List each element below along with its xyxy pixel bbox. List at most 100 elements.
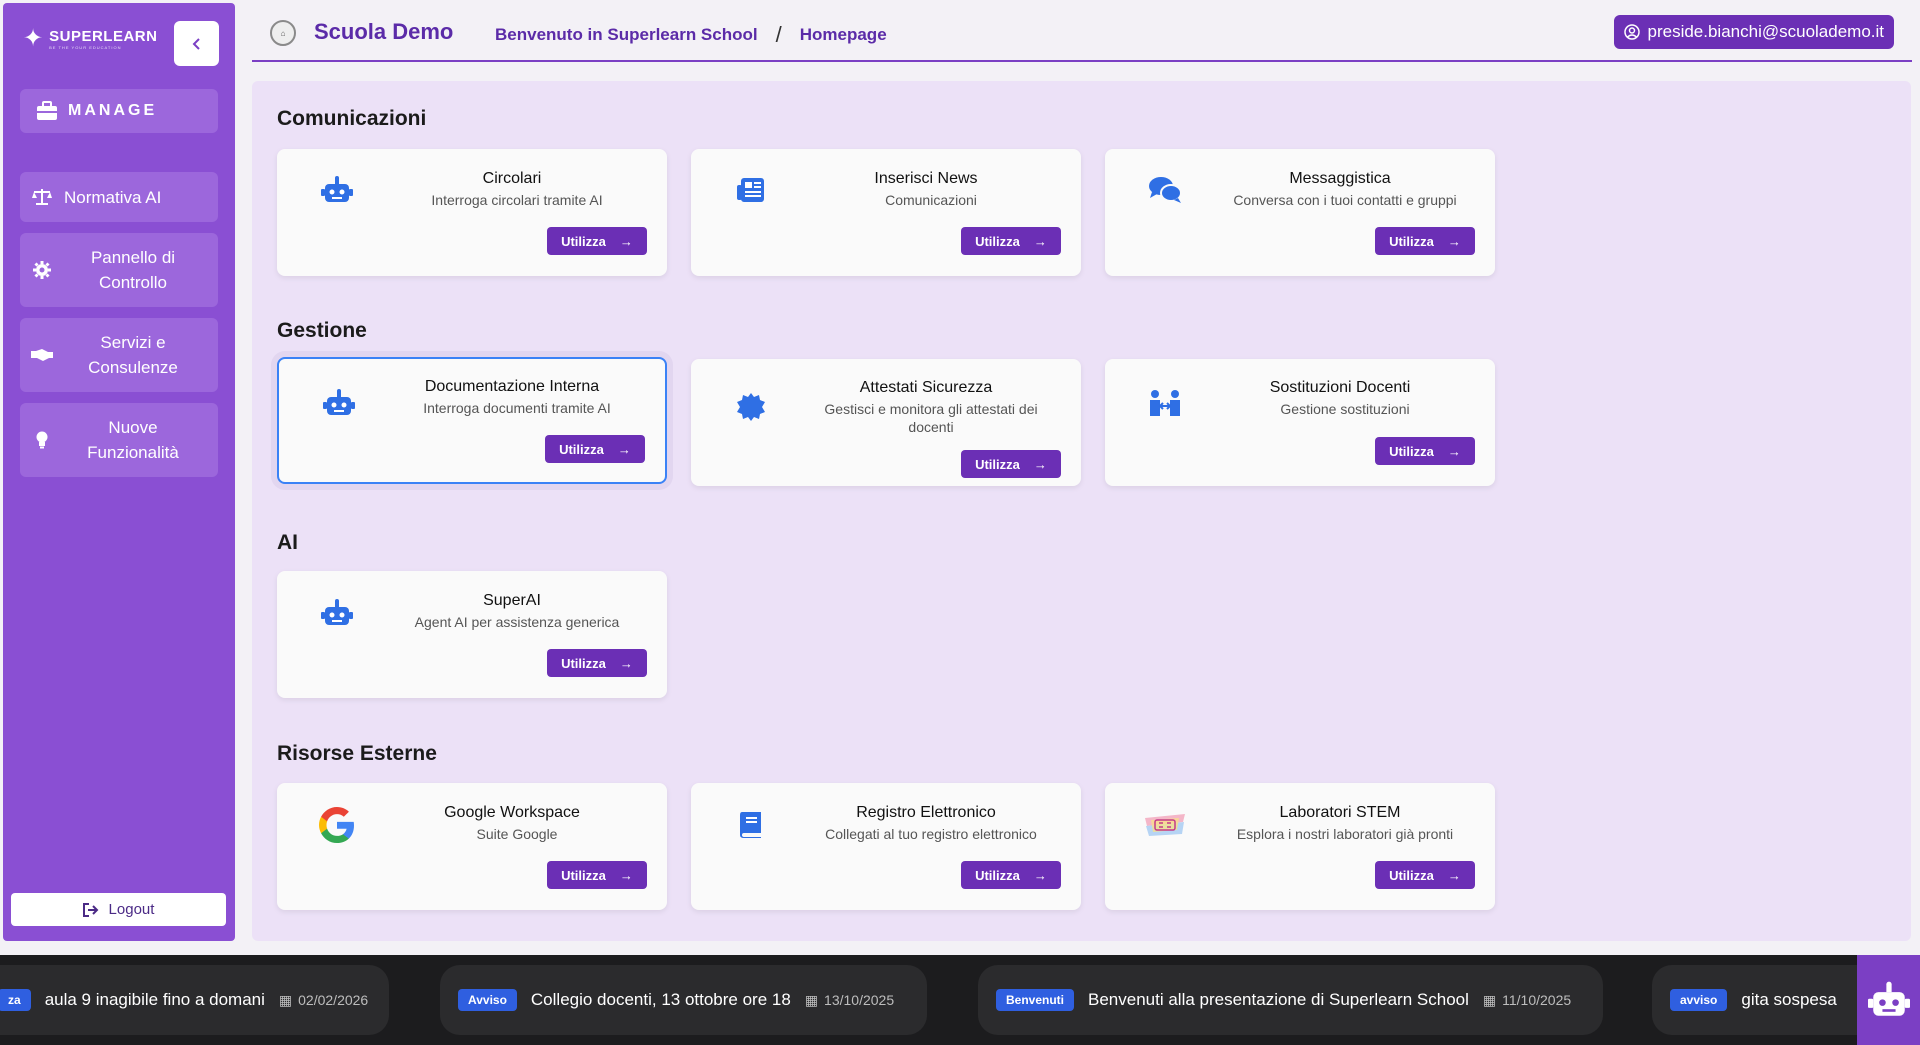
ticker-text: aula 9 inagibile fino a domani [44, 990, 265, 1009]
arrow-right-icon: → [617, 441, 631, 457]
briefcase-icon [37, 101, 57, 120]
news-ticker: za aula 9 inagibile fino a domani ▦02/02… [0, 955, 1920, 1045]
button-label: Utilizza [975, 456, 1020, 472]
ticker-date: ▦13/10/2025 [804, 991, 895, 1009]
user-email: preside.bianchi@scuolademo.it [1647, 22, 1885, 41]
card-sostituzioni-docenti[interactable]: Sostituzioni Docenti Gestione sostituzio… [1105, 359, 1495, 486]
card-circolari[interactable]: Circolari Interroga circolari tramite AI… [277, 149, 667, 276]
breadcrumb-item-welcome[interactable]: Benvenuto in Superlearn School [495, 25, 758, 44]
ticker-badge: Avviso [458, 989, 517, 1011]
card-description: Interroga circolari tramite AI [431, 192, 603, 208]
section-title-comunicazioni: Comunicazioni [277, 107, 427, 130]
arrow-right-icon: → [619, 233, 633, 249]
ticker-item[interactable]: Benvenuti Benvenuti alla presentazione d… [978, 965, 1603, 1035]
card-documentazione-interna[interactable]: Documentazione Interna Interroga documen… [277, 357, 667, 484]
lightbulb-icon [20, 431, 64, 449]
button-label: Utilizza [561, 233, 606, 249]
card-description: Esplora i nostri laboratori già pronti [1236, 826, 1454, 842]
card-title: Circolari [482, 170, 542, 187]
card-title: Google Workspace [444, 804, 580, 821]
sidebar-item-nuove-funzionalita[interactable]: Nuove Funzionalità [20, 403, 218, 477]
calendar-icon: ▦ [804, 991, 819, 1008]
section-title-gestione: Gestione [277, 319, 367, 342]
sparkle-icon: ✦ [23, 25, 44, 52]
ticker-date: ▦11/10/2025 [1482, 991, 1572, 1009]
manage-header[interactable]: MANAGE [20, 89, 218, 133]
ticker-item[interactable]: avviso gita sospesa [1652, 965, 1892, 1035]
calendar-icon: ▦ [1482, 991, 1497, 1008]
card-registro-elettronico[interactable]: Registro Elettronico Collegati al tuo re… [691, 783, 1081, 910]
sidebar-item-label: Nuove Funzionalità [87, 418, 179, 462]
sidebar-item-servizi[interactable]: Servizi e Consulenze [20, 318, 218, 392]
top-header: ⌂ Scuola Demo Benvenuto in Superlearn Sc… [252, 0, 1912, 62]
card-description: Gestisci e monitora gli attestati dei do… [824, 401, 1038, 435]
card-description: Agent AI per assistenza generica [414, 614, 620, 630]
utilizza-button[interactable]: Utilizza → [547, 227, 647, 255]
school-name: Scuola Demo [314, 19, 454, 44]
main-content: Comunicazioni Circolari Interroga circol… [252, 81, 1911, 941]
gear-icon [20, 261, 64, 279]
utilizza-button[interactable]: Utilizza→ [1375, 227, 1475, 255]
sidebar-item-pannello[interactable]: Pannello di Controllo [20, 233, 218, 307]
section-title-risorse-esterne: Risorse Esterne [277, 742, 437, 765]
breadcrumb: Benvenuto in Superlearn School / Homepag… [495, 22, 887, 48]
collapse-sidebar-button[interactable] [174, 21, 219, 66]
newspaper-icon [733, 172, 769, 208]
arrow-right-icon: → [1447, 867, 1461, 883]
sidebar-item-label: Pannello di Controllo [90, 248, 176, 292]
sidebar-item-normativa-ai[interactable]: Normativa AI [20, 172, 218, 222]
arrow-right-icon: → [619, 867, 633, 883]
button-label: Utilizza [561, 867, 606, 883]
brand-tagline: BE THE YOUR EDUCATION [49, 45, 122, 50]
stem-logo-icon [1143, 807, 1187, 843]
breadcrumb-item-homepage[interactable]: Homepage [799, 25, 887, 44]
arrow-right-icon: → [1033, 456, 1047, 472]
card-laboratori-stem[interactable]: Laboratori STEM Esplora i nostri laborat… [1105, 783, 1495, 910]
button-label: Utilizza [975, 867, 1020, 883]
card-description: Suite Google [476, 826, 558, 842]
book-icon [733, 807, 769, 843]
scale-icon [20, 188, 64, 206]
utilizza-button[interactable]: Utilizza → [961, 861, 1061, 889]
certificate-badge-icon [733, 389, 769, 425]
handshake-icon [20, 348, 64, 362]
card-inserisci-news[interactable]: Inserisci News Comunicazioni Utilizza→ [691, 149, 1081, 276]
manage-label: MANAGE [68, 102, 158, 119]
ticker-badge: za [0, 989, 31, 1011]
ticker-date: ▦02/02/2026 [278, 991, 369, 1009]
ticker-item[interactable]: za aula 9 inagibile fino a domani ▦02/02… [0, 965, 389, 1035]
chevron-left-icon [192, 37, 200, 50]
arrow-right-icon: → [1033, 867, 1047, 883]
ticker-text: gita sospesa [1741, 990, 1837, 1009]
ticker-item[interactable]: Avviso Collegio docenti, 13 ottobre ore … [440, 965, 927, 1035]
utilizza-button[interactable]: Utilizza → [961, 450, 1061, 478]
robot-icon [319, 172, 355, 208]
card-description: Collegati al tuo registro elettronico [825, 826, 1037, 842]
user-menu-button[interactable]: preside.bianchi@scuolademo.it [1613, 15, 1894, 49]
breadcrumb-separator: / [775, 22, 782, 47]
utilizza-button[interactable]: Utilizza→ [547, 649, 647, 677]
card-description: Gestione sostituzioni [1280, 401, 1410, 417]
utilizza-button[interactable]: Utilizza → [1375, 861, 1475, 889]
logout-button[interactable]: Logout [11, 893, 226, 926]
ticker-badge: avviso [1670, 989, 1728, 1011]
google-logo-icon [315, 803, 359, 847]
chatbot-button[interactable] [1857, 955, 1920, 1045]
card-superai[interactable]: SuperAI Agent AI per assistenza generica… [277, 571, 667, 698]
utilizza-button[interactable]: Utilizza→ [961, 227, 1061, 255]
card-description: Conversa con i tuoi contatti e gruppi [1233, 192, 1457, 208]
card-attestati-sicurezza[interactable]: Attestati Sicurezza Gestisci e monitora … [691, 359, 1081, 486]
utilizza-button[interactable]: Utilizza → [547, 861, 647, 889]
card-messaggistica[interactable]: Messaggistica Conversa con i tuoi contat… [1105, 149, 1495, 276]
ticker-badge: Benvenuti [996, 989, 1075, 1011]
utilizza-button[interactable]: Utilizza→ [545, 435, 645, 463]
card-google-workspace[interactable]: Google Workspace Suite Google Utilizza → [277, 783, 667, 910]
button-label: Utilizza [1389, 867, 1434, 883]
robot-icon [321, 385, 357, 421]
card-description: Interroga documenti tramite AI [423, 400, 611, 416]
utilizza-button[interactable]: Utilizza→ [1375, 437, 1475, 465]
section-title-ai: AI [277, 531, 298, 554]
card-description: Comunicazioni [885, 192, 977, 208]
calendar-icon: ▦ [278, 991, 293, 1008]
logout-icon [82, 902, 98, 917]
